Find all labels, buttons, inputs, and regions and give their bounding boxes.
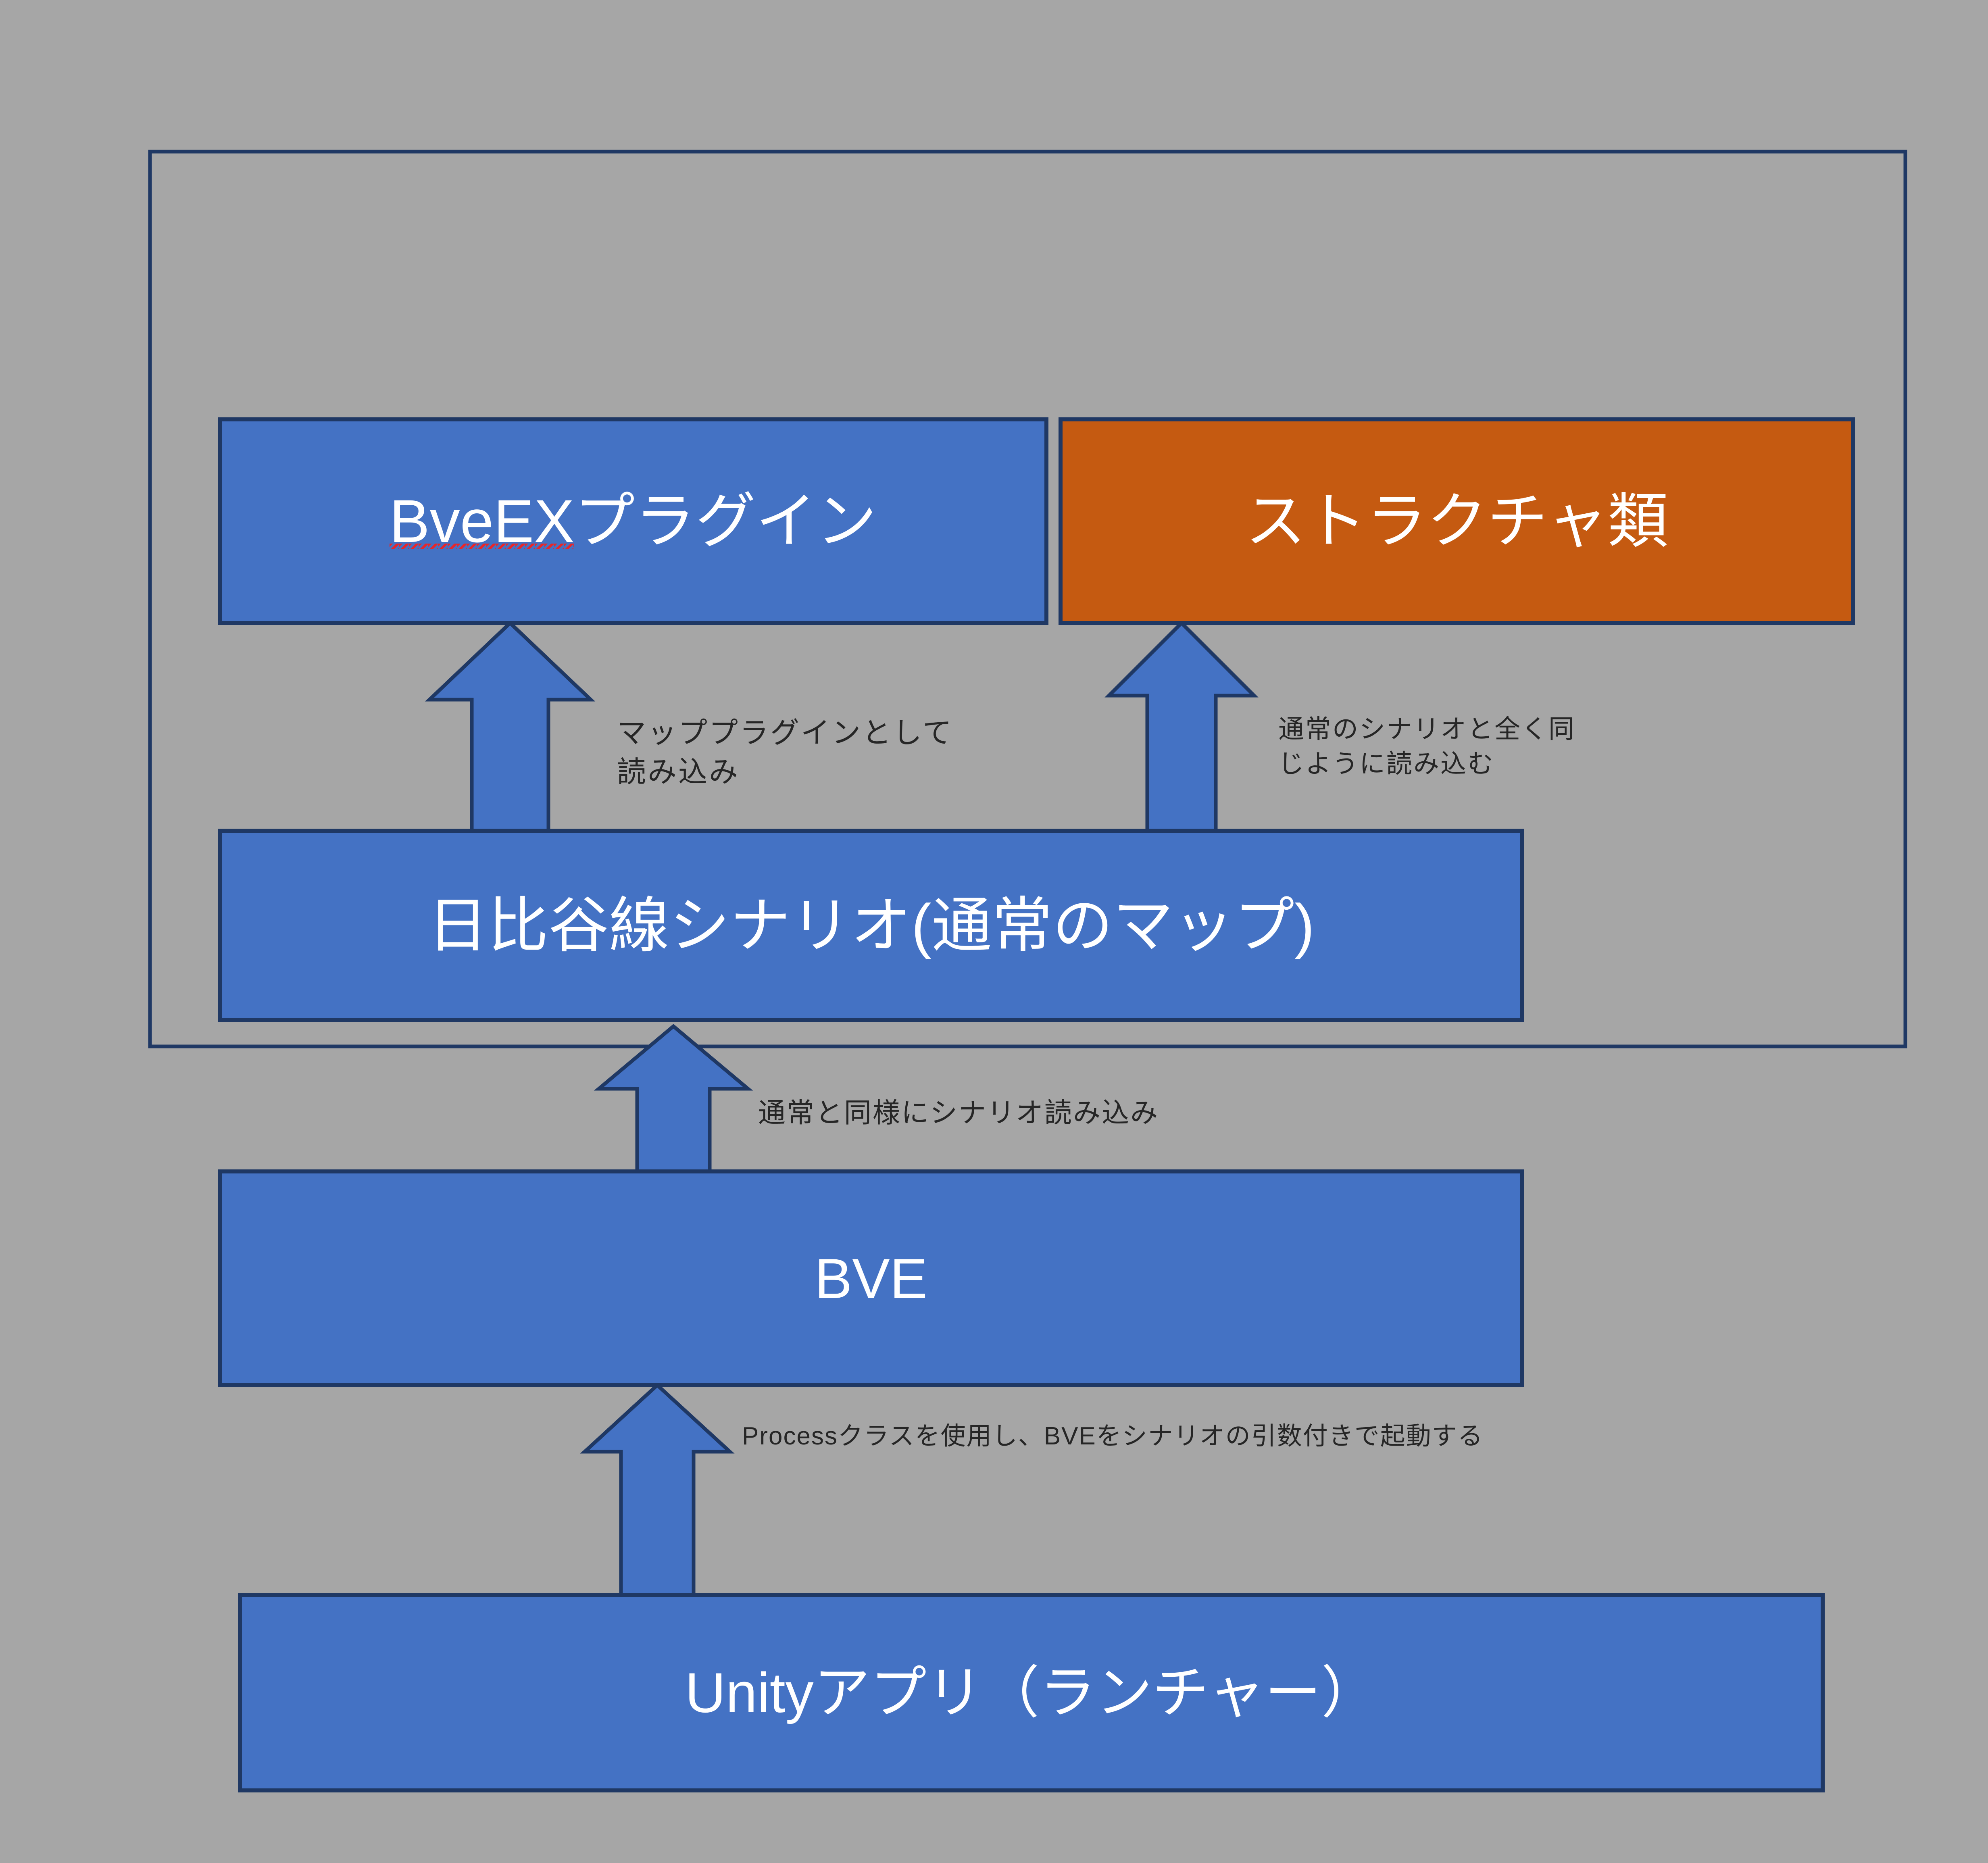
annotation-line: 通常のシナリオと全く同 (1278, 715, 1575, 744)
arrow-unity-to-bve (580, 1382, 735, 1599)
annotation-line: 通常と同様にシナリオ読み込み (758, 1098, 1159, 1128)
box-hibiya-scenario[interactable] (218, 829, 1524, 1022)
arrow-scenario-to-structures (1104, 620, 1259, 833)
annotation-line: じように読み込む (1278, 749, 1494, 779)
box-bveex-plugin[interactable] (218, 417, 1048, 625)
arrow-scenario-to-bveex (425, 620, 596, 833)
box-structures[interactable] (1059, 417, 1855, 625)
annotation-line: Processクラスを使用し、BVEをシナリオの引数付きで起動する (742, 1422, 1484, 1450)
annot-process-class: Processクラスを使用し、BVEをシナリオの引数付きで起動する (742, 1419, 1484, 1453)
grouping-frame (148, 150, 1907, 1048)
annot-load-scenario-normally: 通常と同様にシナリオ読み込み (758, 1095, 1159, 1132)
annot-map-plugin: マッププラグインとして読み込み (617, 714, 953, 792)
annot-same-as-normal-scenario: 通常のシナリオと全く同じように読み込む (1278, 712, 1575, 781)
annotation-line: 読み込み (617, 756, 740, 789)
box-bve[interactable] (218, 1169, 1524, 1387)
box-unity-launcher[interactable] (238, 1593, 1825, 1792)
annotation-line: マッププラグインとして (617, 717, 953, 749)
